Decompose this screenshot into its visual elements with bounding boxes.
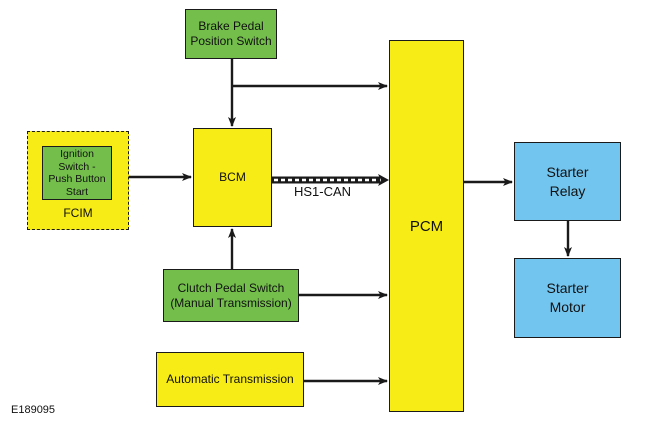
clutch-switch-label-line-1: Clutch Pedal Switch (177, 280, 285, 295)
starter-relay-block: Starter Relay (514, 142, 621, 221)
automatic-transmission-label: Automatic Transmission (166, 372, 294, 386)
hs1-can-label: HS1-CAN (294, 184, 352, 199)
pcm-label: PCM (409, 217, 444, 235)
clutch-switch-label-line-2: (Manual Transmission) (170, 295, 292, 310)
hs1-can-arrowhead (378, 174, 389, 186)
automatic-transmission-block: Automatic Transmission (156, 352, 304, 407)
bcm-block: BCM (193, 128, 272, 227)
pcm-block: PCM (389, 40, 464, 412)
brake-pedal-position-switch-block: Brake Pedal Position Switch (185, 9, 277, 59)
starter-relay-label-line-1: Starter (546, 163, 589, 180)
starter-motor-block: Starter Motor (514, 258, 621, 338)
starter-relay-label-line-2: Relay (549, 182, 586, 199)
bcm-label: BCM (219, 170, 246, 184)
figure-id: E189095 (11, 404, 56, 416)
ignition-label-line-4: Start (65, 185, 89, 198)
clutch-pedal-switch-block: Clutch Pedal Switch (Manual Transmission… (163, 269, 299, 322)
ignition-switch-block: Ignition Switch - Push Button Start (42, 146, 112, 200)
starter-motor-label-line-1: Starter (546, 280, 589, 296)
ignition-label-line-3: Push Button (48, 173, 106, 185)
starter-motor-label-line-2: Motor (549, 299, 586, 315)
brake-switch-label-line-2: Position Switch (190, 34, 272, 48)
ignition-label-line-2: Switch - (58, 160, 96, 173)
fcim-label: FCIM (63, 206, 93, 220)
ignition-label-line-1: Ignition (60, 148, 94, 160)
brake-switch-label-line-1: Brake Pedal (198, 19, 264, 33)
